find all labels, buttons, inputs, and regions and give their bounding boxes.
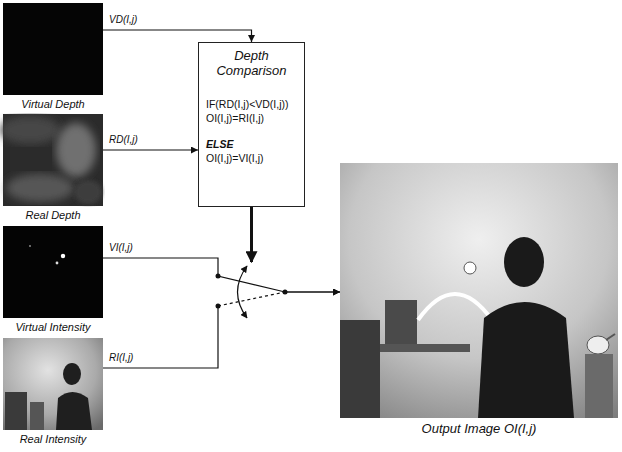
connector bbox=[103, 292, 340, 368]
rule-text: ELSE bbox=[206, 137, 233, 151]
signal-label: VD(I,j) bbox=[108, 14, 138, 25]
signal-label: RD(I,j) bbox=[108, 134, 139, 145]
output-image bbox=[340, 163, 618, 418]
signal-label: VI(I,j) bbox=[108, 242, 134, 253]
connector-segment bbox=[103, 258, 340, 292]
switch-symbol bbox=[216, 266, 288, 318]
image-panel: Virtual Intensity bbox=[3, 226, 103, 333]
image-panel: Real Depth bbox=[3, 114, 103, 221]
box-title: Depth Comparison bbox=[206, 49, 297, 79]
image-panel: Virtual Depth bbox=[3, 3, 103, 110]
connector bbox=[103, 258, 340, 292]
virtual-depth-image bbox=[3, 3, 103, 95]
connector-segment bbox=[103, 306, 218, 368]
signal-label: RI(I,j) bbox=[108, 352, 134, 363]
image-caption: Real Depth bbox=[0, 209, 115, 221]
real-depth-image bbox=[0, 114, 103, 206]
control-arrow bbox=[250, 207, 253, 262]
rule-text: IF(RD(I,j)<VD(I,j)) bbox=[206, 97, 289, 111]
connector bbox=[103, 30, 252, 42]
virtual-intensity-image bbox=[3, 226, 103, 318]
rule-text: OI(I,j)=VI(I,j) bbox=[206, 151, 263, 165]
image-caption: Real Intensity bbox=[0, 433, 115, 445]
image-panel: Real Intensity bbox=[3, 338, 103, 445]
connector bbox=[103, 150, 198, 151]
rule-text: OI(I,j)=RI(I,j) bbox=[206, 111, 264, 125]
image-caption: Output Image OI(I,j) bbox=[328, 421, 622, 436]
output-image-panel: Output Image OI(I,j) bbox=[340, 163, 618, 436]
image-caption: Virtual Intensity bbox=[0, 321, 115, 333]
connector-segment bbox=[103, 149, 198, 150]
real-intensity-image bbox=[3, 338, 103, 430]
connector-segment bbox=[285, 291, 340, 292]
connector-segment bbox=[103, 30, 252, 42]
connector-segment bbox=[218, 292, 285, 306]
process-box: Depth ComparisonIF(RD(I,j)<VD(I,j))OI(I,… bbox=[198, 42, 305, 207]
image-caption: Virtual Depth bbox=[0, 98, 115, 110]
